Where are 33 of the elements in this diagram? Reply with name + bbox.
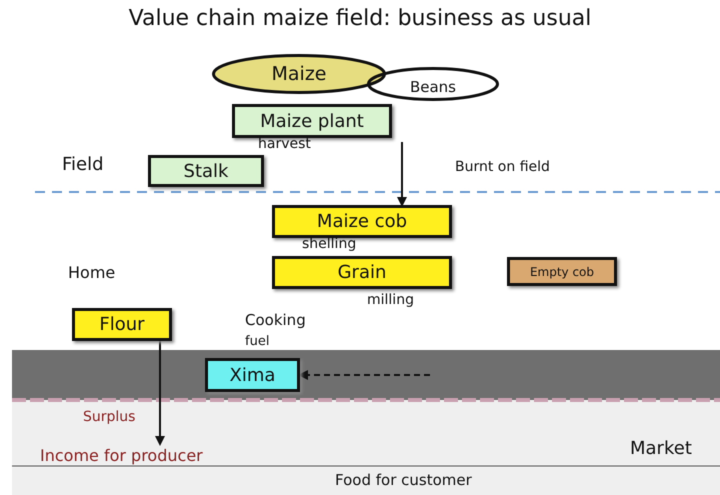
ellipse-node	[367, 67, 499, 101]
node-label: Grain	[338, 262, 386, 283]
arrow	[298, 370, 430, 380]
text-label: Burnt on field	[455, 159, 550, 175]
node-label: Maize cob	[316, 211, 408, 232]
ellipse-node	[212, 54, 386, 94]
process-box	[272, 205, 452, 238]
process-box	[507, 257, 617, 286]
title: Value chain maize field: business as usual	[128, 6, 592, 31]
text-label: fuel	[245, 334, 270, 349]
node-label: Xima	[230, 364, 276, 386]
process-box	[272, 256, 452, 289]
node-label: Empty cob	[530, 264, 594, 278]
node-label: Beans	[410, 78, 456, 96]
text-label: Field	[62, 154, 104, 175]
process-box	[232, 104, 392, 138]
node-label: Maize	[272, 63, 326, 85]
process-box	[72, 308, 172, 341]
edge-label: Surplus	[83, 409, 136, 425]
node-label: Flour	[99, 314, 145, 335]
node-label: Income for producer	[40, 446, 203, 464]
node-label: Stalk	[184, 160, 228, 182]
text-label: Food for customer	[335, 471, 472, 489]
text-label: Home	[68, 263, 116, 282]
text-label: shelling	[302, 236, 356, 252]
text-label: Market	[630, 438, 692, 459]
node-label: Maize plant	[260, 110, 364, 132]
process-box	[148, 155, 264, 187]
text-label: Cooking	[245, 311, 306, 329]
text-label: harvest	[258, 136, 311, 152]
arrow	[155, 341, 165, 446]
process-box	[205, 358, 300, 392]
arrow	[397, 142, 407, 207]
